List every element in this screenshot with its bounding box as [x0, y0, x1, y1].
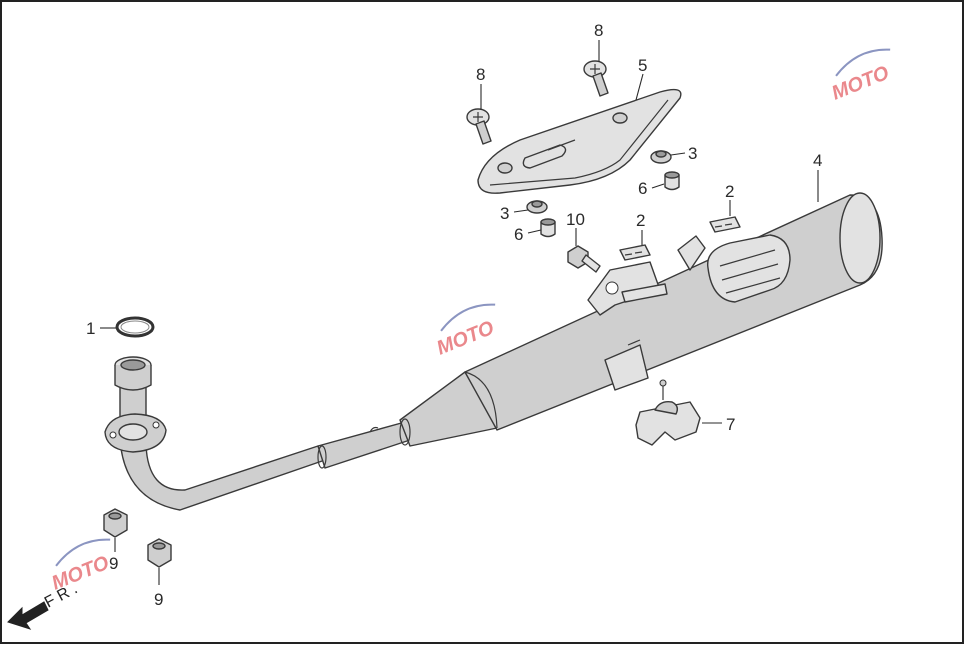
screw-upper	[583, 60, 609, 97]
svg-text:MOTO: MOTO	[829, 62, 893, 105]
collar-lower	[540, 218, 556, 238]
front-direction-arrow: F R .	[7, 580, 80, 630]
callout-6b: 6	[514, 225, 523, 244]
callout-9a: 9	[109, 554, 118, 573]
heat-shield	[477, 88, 682, 194]
leader-lines	[100, 40, 819, 585]
exhaust-muffler-assembly	[104, 192, 883, 511]
callout-3b: 3	[500, 204, 509, 223]
callout-3a: 3	[688, 144, 697, 163]
watermark-center: MOTO	[434, 303, 498, 360]
clip-left	[619, 244, 651, 261]
clip-right	[709, 216, 741, 233]
nut-upper	[103, 508, 128, 538]
gasket-ring	[115, 316, 155, 338]
front-arrow-icon	[7, 601, 49, 630]
collar-upper	[664, 171, 680, 191]
callout-8b: 8	[476, 65, 485, 84]
grommet-upper	[650, 150, 672, 164]
callout-2b: 2	[725, 182, 734, 201]
callout-6a: 6	[638, 179, 647, 198]
svg-text:MOTO: MOTO	[434, 317, 498, 360]
callouts: 1 2 2 3 3 4 5 6 6 7 8 8 9 9 10	[86, 21, 822, 609]
callout-10: 10	[566, 210, 585, 229]
callout-8a: 8	[594, 21, 603, 40]
watermark-top-right: MOTO	[829, 48, 893, 105]
rubber-mount	[635, 379, 701, 446]
callout-1: 1	[86, 319, 95, 338]
callout-2a: 2	[636, 211, 645, 230]
nut-lower	[147, 538, 172, 568]
bolt-flange	[567, 245, 601, 273]
gasket-ring-inner	[120, 320, 150, 334]
callout-7: 7	[726, 415, 735, 434]
grommet-lower	[526, 200, 548, 214]
screw-lower	[466, 108, 492, 145]
callout-5: 5	[638, 56, 647, 75]
callout-4: 4	[813, 151, 822, 170]
callout-9b: 9	[154, 590, 163, 609]
